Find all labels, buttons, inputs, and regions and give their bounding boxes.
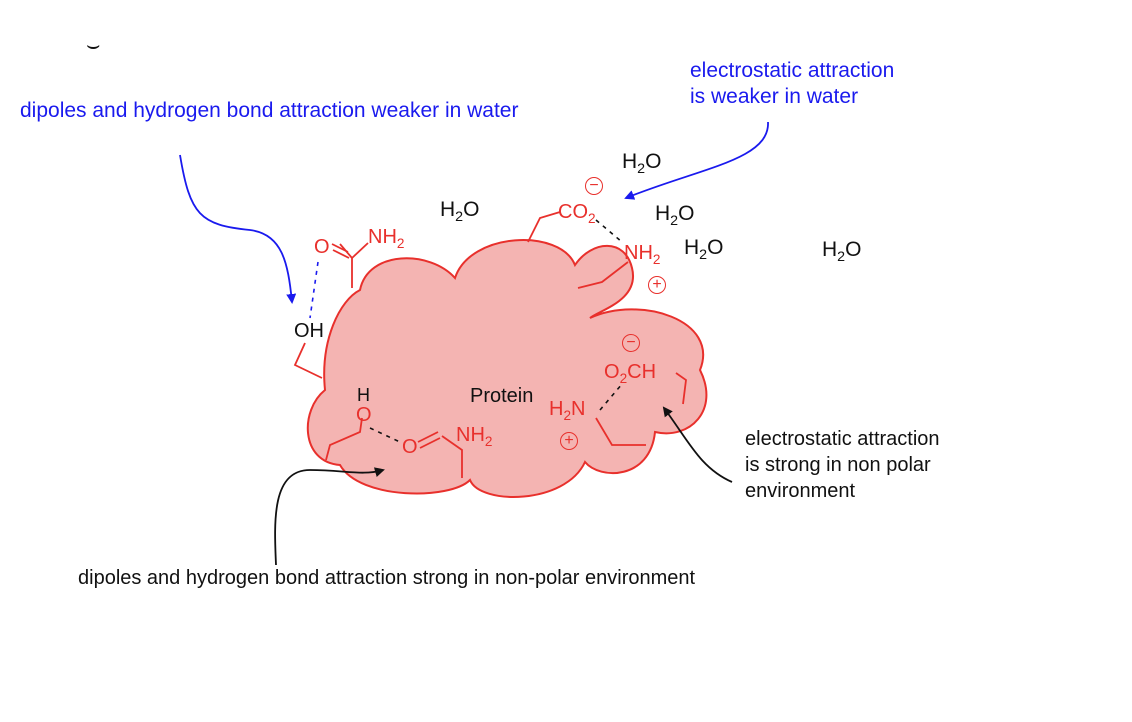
arrow-top-left [179, 154, 297, 304]
carboxylate-top-chain [527, 211, 561, 243]
interior-carboxylate-chain [675, 372, 687, 405]
water-5: H2O [822, 238, 862, 265]
hbond-interior-dashes [369, 427, 403, 444]
interior-ammonium-charge: + [560, 432, 578, 450]
annotation-right-line3: environment [745, 480, 856, 502]
annotation-top-left: dipoles and hydrogen bond attraction wea… [20, 99, 519, 122]
amide-top-co-bond-2 [332, 249, 350, 259]
interior-amide-chain [441, 435, 463, 478]
hydroxyl-chain [293, 342, 323, 379]
amide-top-co-bond [331, 243, 349, 253]
annotation-bottom: dipoles and hydrogen bond attraction str… [78, 567, 696, 589]
interior-hydroxyl-h: H [357, 385, 370, 405]
amide-top-oxygen: O [314, 236, 330, 258]
interior-amide-co-2 [419, 437, 441, 449]
interior-amide-nh2: NH2 [456, 424, 493, 449]
hbond-top-dashes [309, 261, 319, 319]
carboxylate-top-charge: − [585, 177, 603, 195]
ammonium-top-charge: + [648, 276, 666, 294]
protein-cloud [306, 239, 708, 498]
hydroxyl-oh: OH [294, 320, 324, 342]
arrow-right [662, 406, 733, 483]
interior-ammonium-chain [595, 417, 646, 446]
salt-bridge-top-dashes [595, 219, 623, 243]
water-3: H2O [655, 202, 695, 229]
interior-amide-oxygen: O [402, 436, 418, 458]
water-4: H2O [684, 236, 724, 263]
interior-hydroxyl-o: O [356, 404, 372, 426]
interior-ammonium-h2n: H2N [549, 398, 586, 423]
amide-top-nh2: NH2 [368, 226, 405, 251]
water-2: H2O [440, 198, 480, 225]
interior-carboxylate-charge: − [622, 334, 640, 352]
arrow-top-right [624, 121, 769, 200]
interior-amide-co-1 [417, 431, 439, 443]
interior-hydroxyl-chain [325, 417, 363, 461]
salt-bridge-interior-dashes [599, 383, 623, 411]
annotation-right-line1: electrostatic attraction [745, 428, 940, 450]
annotation-right-line2: is strong in non polar [745, 454, 931, 476]
carboxylate-top-co2: CO2 [558, 201, 596, 226]
interior-carboxylate-o2ch: O2CH [604, 361, 657, 386]
decorative-tick-mark: ⌣ [86, 32, 101, 57]
amide-top-cn-bond [351, 242, 369, 259]
annotation-top-right-line2: is weaker in water [690, 85, 859, 108]
protein-label: Protein [470, 385, 534, 407]
water-1: H2O [622, 150, 662, 177]
ammonium-top-chain [577, 261, 629, 289]
ammonium-top-nh2: NH2 [624, 242, 661, 267]
arrow-bottom [274, 467, 385, 566]
annotation-top-right-line1: electrostatic attraction [690, 59, 895, 82]
